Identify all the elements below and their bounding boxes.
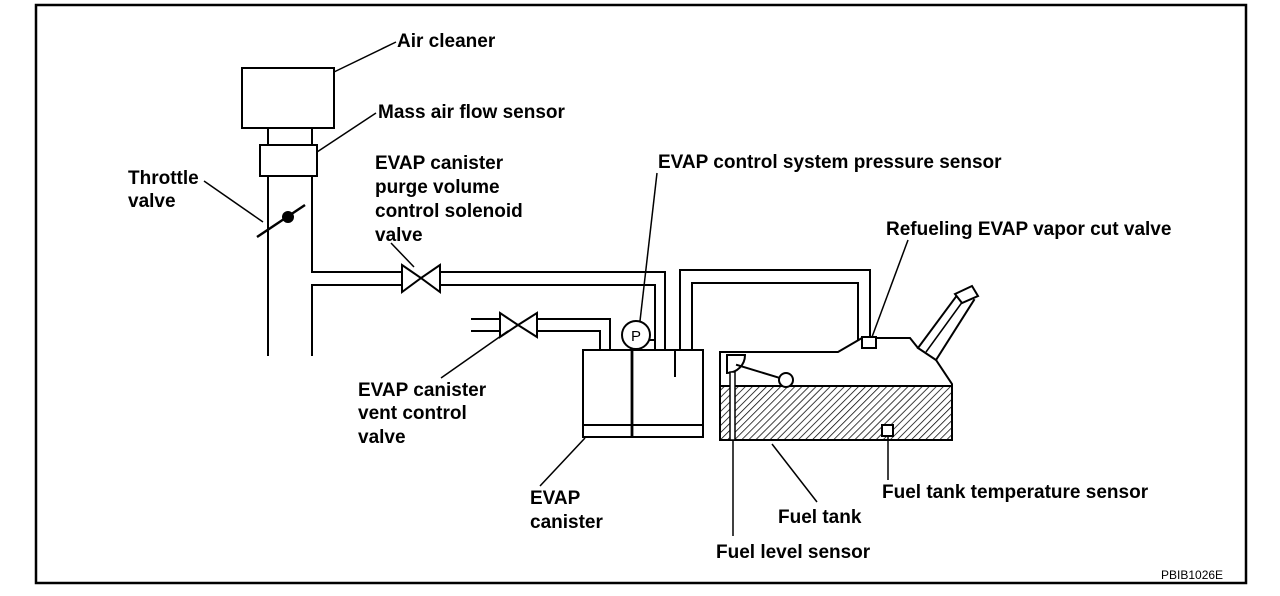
vent-valve-right-triangle [516,311,538,339]
leader-refueling-vapor-cut-valve [871,239,909,338]
vent-hose-upper-right [536,318,611,351]
label-purge-valve-line-2: purge volume [375,177,500,198]
filler-neck-inner-tube [925,300,964,353]
leader-mass-air-flow-sensor [316,112,377,153]
leader-canister [539,437,586,487]
air-cleaner-box [241,67,335,129]
mass-air-flow-sensor-box [259,144,318,177]
label-fuel-level-sensor: Fuel level sensor [716,542,871,563]
filler-neck-right-wall [934,298,976,362]
label-mass-air-flow-sensor: Mass air flow sensor [378,102,566,123]
vapor-hose-outer [679,269,871,351]
throttle-plate [256,203,306,239]
label-fuel-tank-temperature-sensor: Fuel tank temperature sensor [882,482,1149,503]
label-canister-line-1: EVAP [530,488,581,509]
throttle-shaft-dot [282,211,294,223]
fuel-level-sensor-rod [729,371,736,441]
leader-throttle-valve [203,180,264,223]
pressure-sensor-symbol: P [631,328,641,345]
label-refueling-vapor-cut-valve: Refueling EVAP vapor cut valve [886,219,1171,240]
fuel-tank-outline [719,337,953,441]
purge-valve-right-triangle [419,263,441,294]
label-purge-valve-line-4: valve [375,225,423,246]
label-fuel-tank: Fuel tank [778,507,862,528]
vent-valve-left-triangle [499,311,520,339]
vapor-hose-inner [691,282,859,351]
leader-air-cleaner [333,41,397,73]
label-air-cleaner: Air cleaner [397,31,496,52]
label-canister-line-2: canister [530,512,603,533]
figure-code: PBIB1026E [1161,568,1223,582]
leader-vent-valve [440,330,509,379]
fuel-level-float [778,372,794,388]
fuel-tank-temperature-sensor-box [881,424,894,437]
label-throttle-valve-line-2: valve [128,191,176,212]
label-purge-valve-line-3: control solenoid [375,201,523,222]
leader-purge-valve [390,242,415,268]
purge-hose-inner-right [439,284,656,351]
purge-hose-outer-right [439,271,666,351]
evap-canister-body [582,349,704,438]
label-vent-valve-line-1: EVAP canister [358,380,487,401]
leader-pressure-sensor [639,172,658,322]
label-pressure-sensor: EVAP control system pressure sensor [658,152,1002,173]
figure-border [34,3,1248,585]
pressure-sensor-circle [621,320,651,350]
fuel-level-float-arm [735,363,782,380]
filler-neck-left-wall [916,292,960,350]
label-purge-valve-line-1: EVAP canister [375,153,504,174]
vent-hose-lower-right [536,330,601,351]
filler-cap [953,284,980,305]
purge-valve-left-triangle [401,263,423,294]
fuel-liquid-hatch [721,386,951,439]
label-throttle-valve-line-1: Throttle [128,168,199,189]
refueling-vapor-cut-valve-box [861,336,877,349]
fuel-level-gauge [726,354,747,375]
leader-fuel-tank [771,443,818,503]
label-vent-valve-line-3: valve [358,427,406,448]
label-vent-valve-line-2: vent control [358,403,467,424]
